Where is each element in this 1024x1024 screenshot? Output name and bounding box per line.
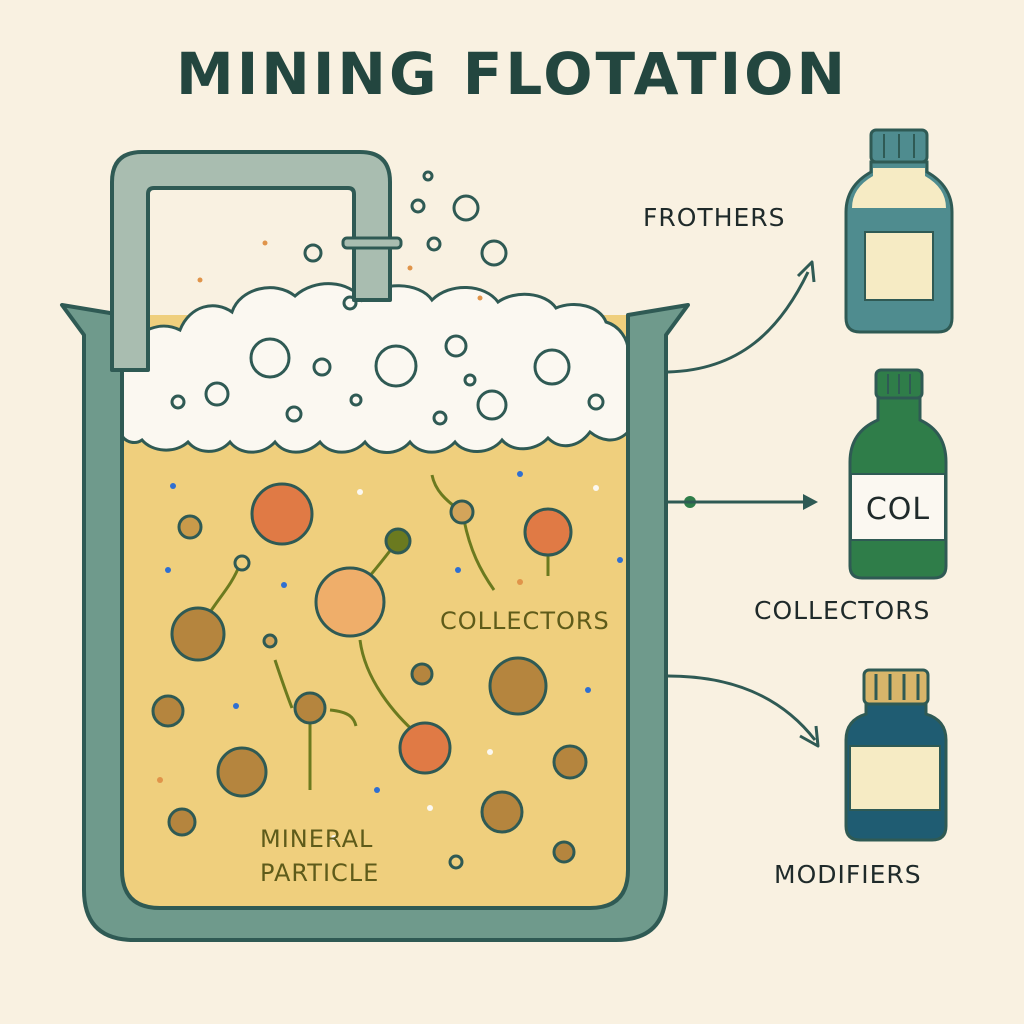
modifiers-label: MODIFIERS [774, 860, 922, 889]
bubble [285, 405, 303, 423]
reagent-specks [157, 471, 623, 841]
pipe-clamp [341, 236, 403, 250]
tank-wall [60, 303, 690, 942]
frothers-label: FROTHERS [643, 203, 786, 232]
speck [593, 485, 599, 491]
mineral-particle [523, 507, 573, 557]
tank-collectors-label: COLLECTORS [440, 607, 610, 635]
speck [170, 483, 176, 489]
mineral-particle [398, 721, 452, 775]
mineral-particle [314, 566, 386, 638]
bubble [410, 198, 426, 214]
mineral-label-line2: PARTICLE [260, 859, 380, 887]
arrow-collectors-head [803, 494, 818, 510]
tether [329, 708, 358, 727]
bubble [452, 194, 480, 222]
mineral-particle [216, 746, 268, 798]
tether [462, 519, 496, 591]
rising-bubbles [197, 170, 508, 311]
bubble [444, 334, 468, 358]
arrow-modifiers-head [799, 725, 820, 748]
speck [262, 240, 268, 246]
bubble [374, 344, 418, 388]
froth-bubbles [170, 334, 605, 426]
bubble [480, 239, 508, 267]
speck [374, 787, 380, 793]
mineral-particle [480, 790, 524, 834]
speck [455, 567, 461, 573]
speck [617, 557, 623, 563]
tether [273, 659, 294, 709]
speck [517, 579, 523, 585]
mineral-particle [488, 656, 548, 716]
speck [487, 749, 493, 755]
bubble [533, 348, 571, 386]
speck [585, 687, 591, 693]
mineral-particles [151, 482, 588, 870]
speck [477, 295, 483, 301]
speck [281, 582, 287, 588]
mineral-particle [177, 514, 203, 540]
mineral-particle [170, 606, 226, 662]
mineral-particle [384, 527, 412, 555]
bubble [463, 373, 477, 387]
bubble [170, 394, 186, 410]
speck [407, 265, 413, 271]
mineral-particle [151, 694, 185, 728]
bubble [476, 389, 508, 421]
collectors-bottle-icon: COL [848, 368, 948, 580]
speck [165, 567, 171, 573]
collector-bottle-tag: COL [866, 492, 930, 527]
mineral-particle [262, 633, 278, 649]
speck [517, 471, 523, 477]
bubble [426, 236, 442, 252]
mineral-particle [250, 482, 314, 546]
bubble [204, 381, 230, 407]
bubble [342, 295, 358, 311]
speck [357, 489, 363, 495]
bubble [587, 393, 605, 411]
bubble [303, 243, 323, 263]
mineral-particle [552, 840, 576, 864]
bubble [349, 393, 363, 407]
mineral-particle [410, 662, 434, 686]
arrow-modifiers [667, 674, 817, 741]
speck [197, 277, 203, 283]
arrow-frothers [667, 271, 810, 374]
bubble [249, 337, 291, 379]
mineral-particle [448, 854, 464, 870]
speck [233, 703, 239, 709]
speck [427, 805, 433, 811]
mineral-particle [293, 691, 327, 725]
bubble [422, 170, 434, 182]
collectors-label: COLLECTORS [754, 596, 931, 625]
mineral-particle [552, 744, 588, 780]
mineral-label-line1: MINERAL [260, 825, 374, 853]
bubble [432, 410, 448, 426]
mineral-particle [233, 554, 251, 572]
modifiers-bottle-icon [844, 668, 948, 842]
bubble [312, 357, 332, 377]
speck [331, 835, 337, 841]
speck [157, 777, 163, 783]
page-title: MINING FLOTATION [175, 40, 848, 108]
mineral-particle-label: MINERAL PARTICLE [260, 822, 379, 890]
mineral-particle [167, 807, 197, 837]
arrow-frothers-head [796, 260, 816, 283]
mineral-particle [449, 499, 475, 525]
frothers-bottle-icon [844, 128, 954, 334]
